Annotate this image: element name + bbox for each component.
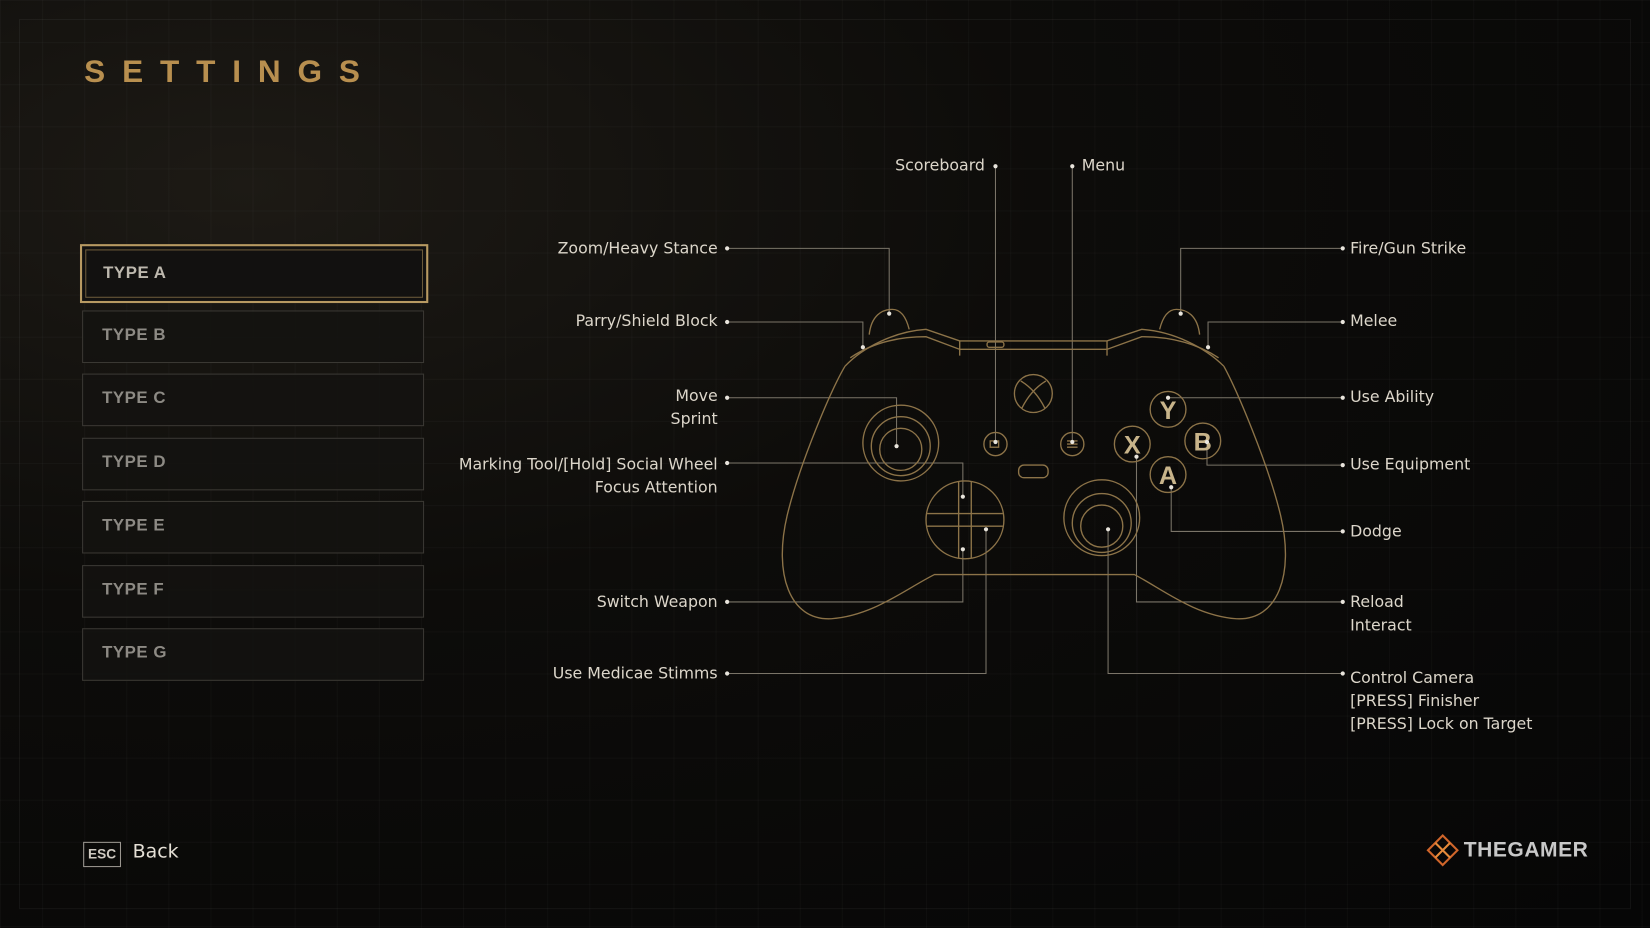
label-dpad-right: Use Medicae Stimms xyxy=(552,664,718,683)
y-letter: Y xyxy=(1160,397,1177,425)
screen-frame xyxy=(18,18,1632,910)
label-y: Use Ability xyxy=(1350,387,1435,407)
a-letter: A xyxy=(1159,462,1177,490)
preset-type-g[interactable]: TYPE G xyxy=(82,628,425,681)
preset-label: TYPE G xyxy=(102,644,167,662)
preset-label: TYPE C xyxy=(102,389,167,408)
y-button xyxy=(1149,390,1187,428)
preset-type-e[interactable]: TYPE E xyxy=(82,500,425,554)
share-button-icon xyxy=(1017,464,1049,479)
preset-label: TYPE F xyxy=(102,580,165,599)
label-line: Sprint xyxy=(670,409,718,429)
a-button xyxy=(1149,456,1187,494)
label-a: Dodge xyxy=(1350,521,1402,541)
label-line: Move xyxy=(675,386,718,406)
thegamer-logo-icon xyxy=(1426,834,1459,867)
preset-type-b[interactable]: TYPE B xyxy=(82,310,425,364)
controller-outline xyxy=(781,308,1287,620)
x-button xyxy=(1113,425,1151,463)
xbox-logo-icon xyxy=(1013,373,1053,414)
leader-lines xyxy=(727,166,1343,674)
preset-label: TYPE D xyxy=(102,453,167,472)
label-menu: Menu xyxy=(1081,155,1126,175)
x-letter: X xyxy=(1124,432,1141,460)
logo-text: THEGAMER xyxy=(1463,838,1589,862)
preset-label: TYPE A xyxy=(103,264,167,283)
label-rb: Melee xyxy=(1350,311,1398,331)
thegamer-logo: THEGAMER xyxy=(1426,833,1589,867)
back-button[interactable]: Back xyxy=(132,840,179,863)
label-scoreboard: Scoreboard xyxy=(895,155,985,175)
left-stick xyxy=(862,404,940,482)
right-stick xyxy=(1063,479,1141,557)
preset-type-c[interactable]: TYPE C xyxy=(82,373,425,427)
label-lt: Zoom/Heavy Stance xyxy=(557,238,718,258)
label-line: [PRESS] Finisher xyxy=(1350,691,1480,711)
label-rt: Fire/Gun Strike xyxy=(1350,238,1467,258)
label-lb: Parry/Shield Block xyxy=(575,311,718,331)
label-line: Marking Tool/[Hold] Social Wheel xyxy=(458,454,718,474)
dpad xyxy=(925,480,1005,560)
label-line: [PRESS] Lock on Target xyxy=(1350,714,1533,734)
label-line: Control Camera xyxy=(1350,668,1475,688)
preset-type-a[interactable]: TYPE A xyxy=(79,244,429,304)
b-letter: B xyxy=(1194,428,1212,456)
preset-type-f[interactable]: TYPE F xyxy=(82,565,425,618)
esc-key-icon[interactable]: ESC xyxy=(83,841,122,868)
preset-label: TYPE E xyxy=(102,516,166,535)
label-line: Interact xyxy=(1350,615,1412,635)
label-line: Reload xyxy=(1350,592,1404,612)
preset-type-d[interactable]: TYPE D xyxy=(82,437,425,491)
anchor-dots xyxy=(725,164,1345,676)
label-line: Focus Attention xyxy=(594,477,718,497)
label-right-stick: Control Camera [PRESS] Finisher [PRESS] Lo… xyxy=(1350,666,1532,735)
label-dpad-down: Switch Weapon xyxy=(596,592,718,612)
page-title: SETTINGS xyxy=(84,54,377,90)
face-buttons: Y X B A xyxy=(1113,390,1222,494)
b-button xyxy=(1184,422,1222,460)
preset-label: TYPE B xyxy=(102,326,167,345)
label-b: Use Equipment xyxy=(1350,454,1471,474)
